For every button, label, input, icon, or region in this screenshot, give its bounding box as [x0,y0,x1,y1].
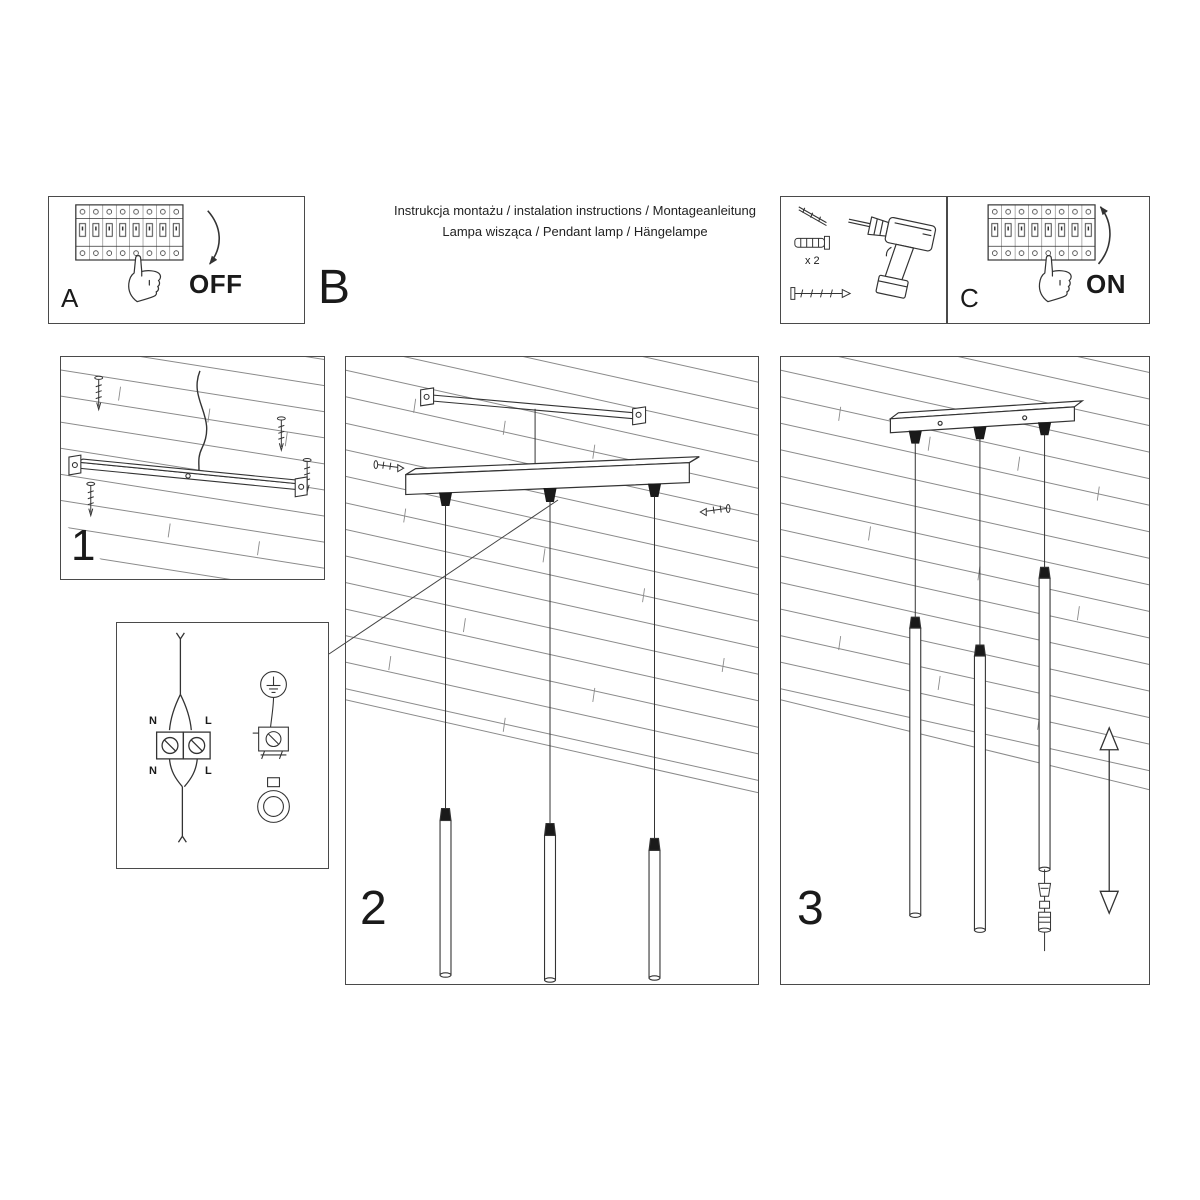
wire-l-top-label: L [205,715,212,727]
step-1-panel: 1 [60,356,325,580]
canopy-bar [405,456,700,496]
mounting-bracket [68,454,308,498]
off-state-label: OFF [189,269,243,299]
step-c-panel: C ON [947,196,1150,324]
pendant-tube [543,822,557,983]
wire-n-top-label: N [149,715,157,727]
step-c-letter: C [960,283,979,313]
on-state-label: ON [1086,269,1126,299]
step-2-panel: 2 [345,356,759,985]
breaker-panel-icon [75,204,184,261]
screw-icon [94,375,104,412]
ceiling-edge [346,699,758,794]
step-3-panel: 3 [780,356,1150,985]
step-1-number: 1 [71,521,96,570]
screw-icon [699,504,731,517]
pendant-tube [1038,566,1051,873]
drill-bit-icon [798,206,827,227]
step-c-illustration [987,204,1111,303]
drill-icon [848,216,937,299]
tools-illustration [790,206,937,300]
cord-grip-parts [1038,869,1052,952]
screw-icon [276,416,286,452]
step-3-number: 3 [797,882,824,935]
step-2-illustration [346,357,758,983]
canopy-bar [888,400,1085,434]
wiring-illustration [155,632,290,843]
hand-icon [128,254,162,303]
ceiling-planks [61,357,324,579]
cord-grip-cones [908,422,1052,444]
sheet-title: Instrukcja montażu / instalation instruc… [340,200,810,243]
breaker-panel-icon [987,204,1096,261]
pendant-tube [439,808,452,978]
cable-clamp-icon [252,697,289,760]
step-a-panel: A OFF [48,196,305,324]
step-a-letter: A [61,283,79,313]
wall-plug-icon [794,235,830,250]
screw-icon [86,481,96,518]
screw-icon [373,460,405,473]
rotate-up-arrow-icon [1097,206,1111,265]
step-3-illustration [781,357,1149,952]
strain-relief-ring-icon [257,777,290,823]
ground-symbol-icon [260,671,287,698]
plank-joints [118,386,288,556]
sheet-title-line2: Lampa wisząca / Pendant lamp / Hängelamp… [442,224,708,240]
ceiling-planks [781,357,1149,790]
wire-and-terminal-block [155,632,211,843]
pendant-cables [914,434,1046,657]
mounting-bracket [420,387,647,426]
screw-icon [790,287,852,300]
sheet-title-line1: Instrukcja montażu / instalation instruc… [393,203,757,218]
wiring-detail-panel: N L N L [116,622,329,869]
wire-l-bottom-label: L [205,765,212,777]
wire-n-bottom-label: N [149,765,157,777]
step-a-illustration [75,204,220,303]
ceiling-edge [781,699,1149,791]
screw-count-label: x 2 [805,255,820,267]
pendant-tube [973,644,987,933]
rotate-down-arrow-icon [207,210,220,265]
pendant-tube [909,616,922,918]
pendant-tube [648,837,661,981]
height-adjust-arrow [1099,726,1120,915]
step-1-illustration [61,357,324,579]
ceiling-planks [346,357,758,793]
hand-icon [1038,254,1072,303]
step-2-number: 2 [360,882,387,935]
cable-icon [196,370,208,479]
step-b-label: B [318,261,351,314]
tools-panel: x 2 [780,196,947,324]
